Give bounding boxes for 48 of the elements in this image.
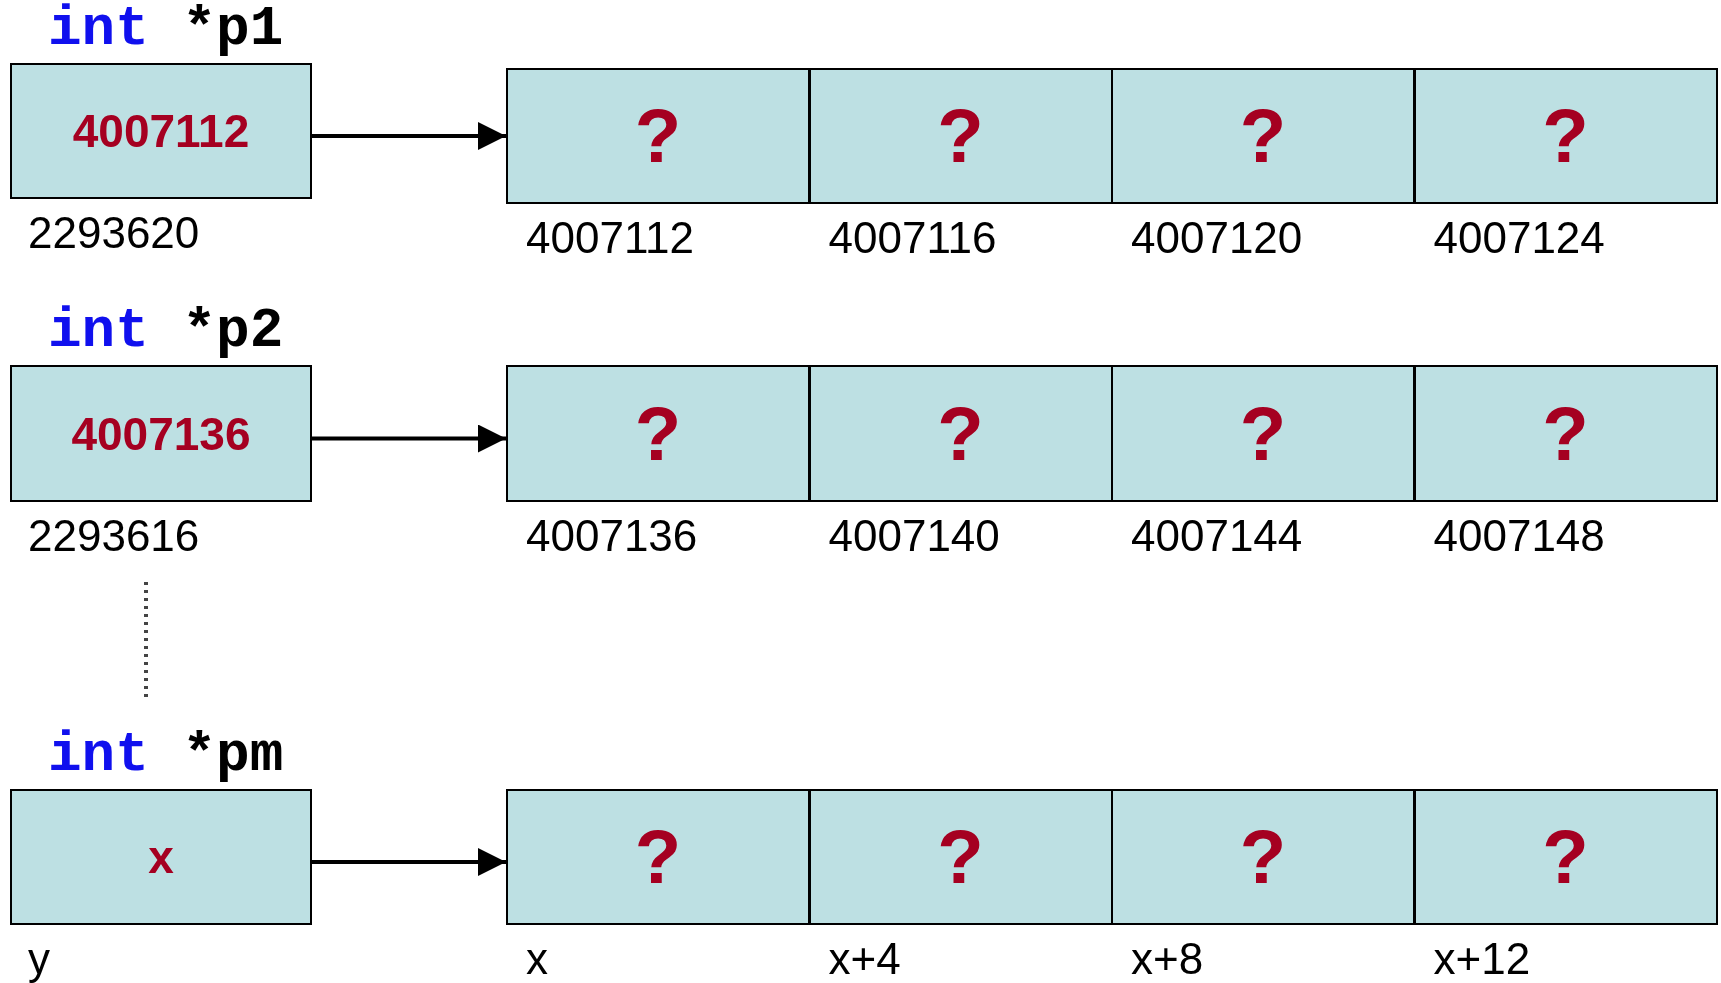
pointer-value: 4007136: [71, 410, 251, 457]
unknown-value: ?: [1239, 819, 1287, 895]
memory-cell: [808, 789, 1113, 925]
address-label: x+12: [1433, 937, 1531, 981]
address-label: 2293620: [28, 211, 200, 255]
address-label: 4007116: [828, 216, 997, 260]
memory-cell: [1111, 365, 1415, 502]
address-label: 4007144: [1131, 514, 1303, 558]
arrow: [312, 848, 506, 876]
unknown-value: ?: [1542, 819, 1589, 895]
declaration-label: int *p1: [48, 1, 284, 57]
address-label: x+8: [1131, 937, 1204, 981]
memory-cell: [1413, 365, 1718, 502]
unknown-value: ?: [1239, 98, 1287, 174]
unknown-value: ?: [634, 98, 682, 174]
address-label: x+4: [828, 937, 901, 981]
address-label: 4007148: [1433, 514, 1605, 558]
memory-cell: [1413, 68, 1718, 204]
unknown-value: ?: [634, 819, 682, 895]
memory-cell: [1111, 68, 1415, 204]
memory-cell: [506, 365, 810, 502]
arrow: [312, 424, 506, 453]
arrow: [312, 122, 506, 150]
unknown-value: ?: [937, 819, 984, 895]
pointer-value: x: [148, 834, 174, 880]
declaration-label: int *p2: [48, 303, 284, 359]
address-label: x: [526, 937, 548, 981]
unknown-value: ?: [634, 395, 682, 472]
memory-cell: [1413, 789, 1718, 925]
unknown-value: ?: [1239, 395, 1287, 472]
unknown-value: ?: [1542, 395, 1589, 472]
memory-cell: [506, 789, 810, 925]
address-label: 4007112: [526, 216, 695, 260]
address-label: 4007124: [1433, 216, 1605, 260]
memory-cell: [808, 68, 1113, 204]
pointer-value: 4007112: [72, 108, 250, 154]
address-label: 4007136: [526, 514, 698, 558]
unknown-value: ?: [1542, 98, 1589, 174]
address-label: y: [28, 937, 50, 981]
memory-cell: [808, 365, 1113, 502]
address-label: 2293616: [28, 514, 200, 558]
unknown-value: ?: [937, 395, 984, 472]
memory-cell: [1111, 789, 1415, 925]
memory-cell: [506, 68, 810, 204]
address-label: 4007140: [828, 514, 1000, 558]
address-label: 4007120: [1131, 216, 1303, 260]
unknown-value: ?: [937, 98, 984, 174]
declaration-label: int *pm: [48, 727, 284, 783]
